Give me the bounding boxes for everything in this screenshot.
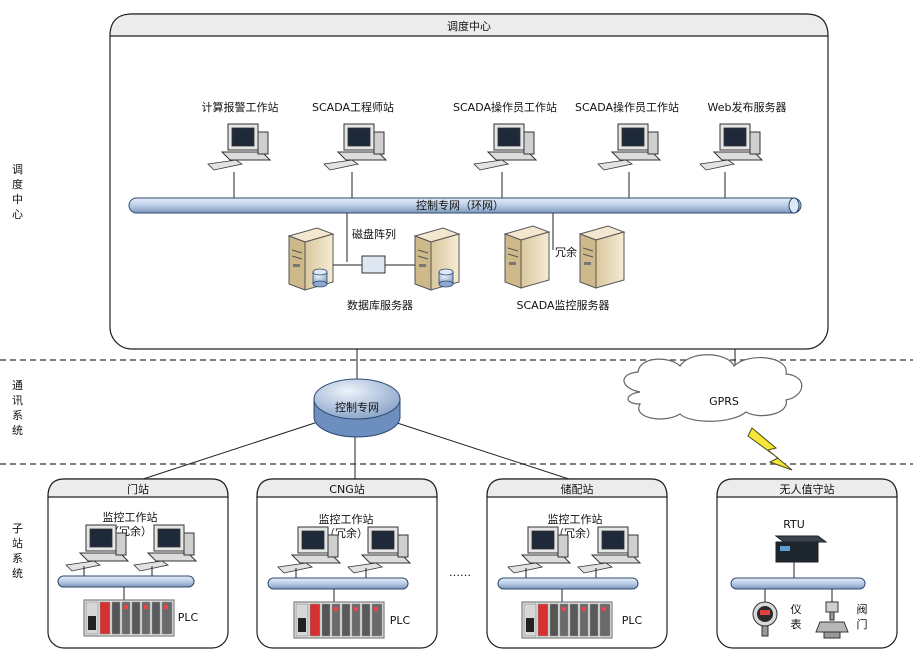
meter-label: 仪: [791, 603, 802, 616]
dispatch-center-title: 调度中心: [447, 19, 491, 33]
station-title: 储配站: [561, 482, 594, 496]
disk-icon: [312, 268, 328, 288]
svg-text:通: 通: [12, 379, 23, 392]
workstation-label: SCADA操作员工作站: [453, 100, 557, 114]
svg-text:度: 度: [12, 177, 23, 191]
plc-label: PLC: [622, 614, 643, 627]
side-label-substation: 子 站 系 统: [12, 522, 23, 580]
plc-label: PLC: [178, 611, 199, 624]
side-label-comm: 通 讯 系 统: [12, 379, 23, 437]
svg-text:系: 系: [12, 409, 23, 422]
svg-text:调: 调: [12, 163, 23, 176]
scada-server-icon: [504, 225, 550, 289]
pressure-meter-icon: [752, 601, 778, 637]
redundant-label: 冗余: [555, 245, 577, 259]
unmanned-station-title: 无人值守站: [780, 482, 835, 496]
gprs-label: GPRS: [709, 395, 739, 408]
plc-label: PLC: [390, 614, 411, 627]
valve-label: 门: [857, 617, 868, 631]
workstation-label: SCADA工程师站: [312, 100, 394, 114]
disk-icon: [438, 268, 454, 288]
valve-icon: [815, 601, 849, 639]
station-title: CNG站: [329, 482, 364, 496]
workstation-drop-lines: [233, 172, 726, 198]
svg-text:系: 系: [12, 552, 23, 565]
plc-icon: [83, 599, 175, 637]
valve-label: 阀: [857, 602, 868, 616]
plc-icon: [293, 601, 385, 639]
workstation-label: Web发布服务器: [708, 100, 787, 114]
svg-text:站: 站: [12, 536, 23, 550]
monitor-ws-label: 监控工作站: [319, 512, 374, 526]
svg-text:中: 中: [12, 193, 23, 206]
scada-server-label: SCADA监控服务器: [517, 298, 610, 312]
svg-text:子: 子: [12, 522, 23, 535]
monitor-ws-label: 监控工作站: [103, 510, 158, 524]
private-network-cylinder: 控制专网: [313, 378, 401, 438]
network-links: [136, 417, 576, 482]
disk-array-label: 磁盘阵列: [352, 227, 396, 241]
workstation-label: SCADA操作员工作站: [575, 100, 679, 114]
side-label-dispatch: 调 度 中 心: [12, 163, 23, 221]
rtu-bus: [730, 577, 866, 590]
disk-array-icon: [361, 255, 386, 274]
meter-label: 表: [791, 617, 802, 631]
svg-text:讯: 讯: [12, 394, 23, 407]
unmanned-station-box: 无人值守站 RTU 仪 表 阀 门: [716, 478, 898, 649]
rtu-label: RTU: [783, 518, 805, 531]
db-server-label: 数据库服务器: [347, 298, 413, 312]
svg-text:统: 统: [12, 567, 23, 580]
svg-text:心: 心: [12, 208, 23, 221]
svg-text:统: 统: [12, 424, 23, 437]
monitor-ws-label: 监控工作站: [548, 512, 603, 526]
rtu-icon: [774, 535, 828, 578]
scada-server-icon: [579, 225, 625, 289]
station-box: CNG站 监控工作站 （冗余） PLC: [256, 478, 438, 649]
private-network-label: 控制专网: [335, 400, 379, 414]
dispatch-center-box: 调度中心: [109, 13, 829, 350]
station-box: 门站 监控工作站 （冗余） PLC: [47, 478, 229, 649]
gprs-cloud-icon: GPRS: [623, 354, 803, 422]
station-box: 储配站 监控工作站 （冗余） PLC: [486, 478, 668, 649]
workstation-label: 计算报警工作站: [202, 100, 279, 114]
plc-icon: [521, 601, 613, 639]
more-stations-ellipsis: ……: [449, 566, 471, 579]
station-title: 门站: [127, 482, 149, 496]
ring-bus-label: 控制专网（环网）: [416, 198, 504, 212]
ring-bus: 控制专网（环网）: [128, 197, 802, 214]
wireless-lightning-icon: [747, 427, 793, 471]
